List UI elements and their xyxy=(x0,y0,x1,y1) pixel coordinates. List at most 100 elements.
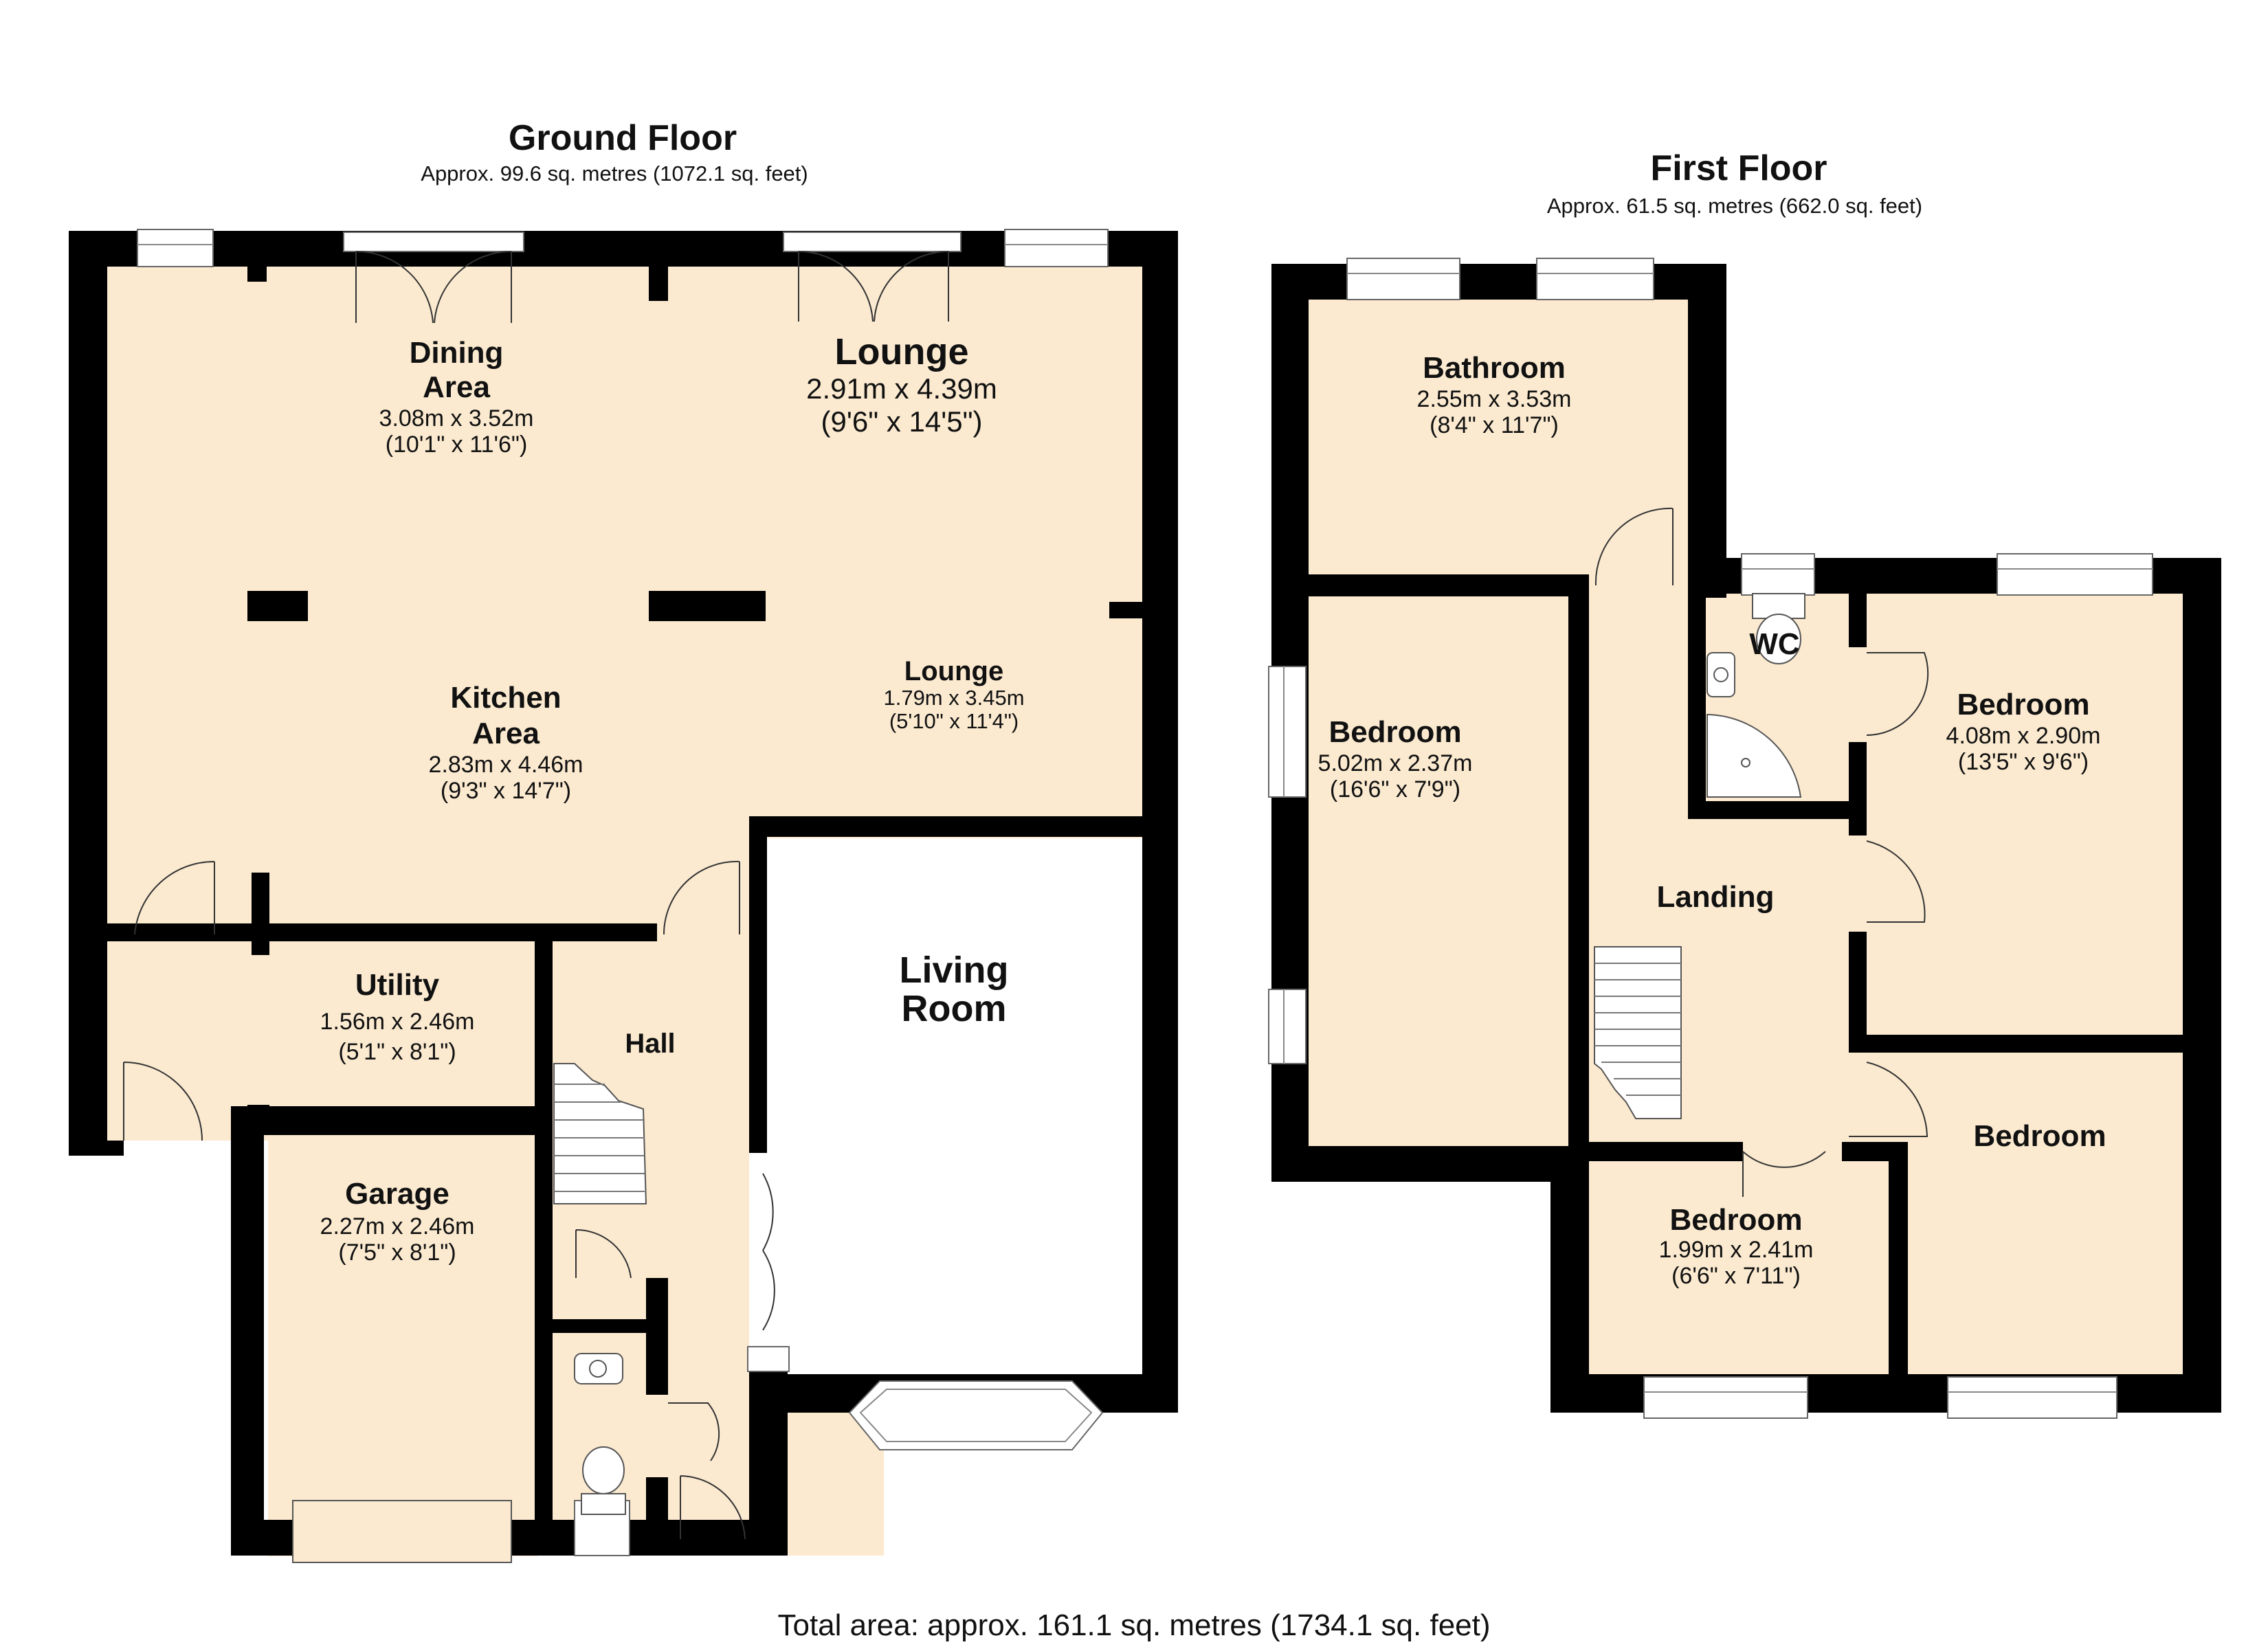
kitchen-imperial: (9'3" x 14'7") xyxy=(441,778,571,804)
ground-floor-fill xyxy=(107,267,1142,1556)
garage-wall-west xyxy=(231,1106,264,1556)
dining-name-2: Area xyxy=(423,370,490,404)
pillar-kitchen-east-2 xyxy=(649,591,668,618)
bedroom-small-name: Bedroom xyxy=(1669,1203,1802,1237)
lounge2-metric: 1.79m x 3.45m xyxy=(883,686,1024,710)
wc-wall-north xyxy=(544,1319,668,1333)
utility-metric: 1.56m x 2.46m xyxy=(320,1009,475,1035)
wc-wall-west xyxy=(1688,592,1706,819)
wc-wall-south xyxy=(646,1477,668,1525)
gf-wall-north xyxy=(69,231,1178,267)
first-floor: First Floor Approx. 61.5 sq. metres (662… xyxy=(1268,148,2221,1419)
utility-wall-stub xyxy=(252,873,269,955)
living-name-2: Room xyxy=(902,988,1007,1029)
bedroom-right-wall-west xyxy=(1849,932,1867,1053)
ff-basin xyxy=(1706,652,1735,697)
kitchen-name-2: Area xyxy=(472,717,540,750)
first-floor-area: Approx. 61.5 sq. metres (662.0 sq. feet) xyxy=(1547,194,1922,218)
dining-metric: 3.08m x 3.52m xyxy=(379,405,534,431)
bedroom-right-door[interactable] xyxy=(1866,840,1926,923)
gf-window-2 xyxy=(1004,229,1109,267)
bathroom-door[interactable] xyxy=(1594,507,1674,586)
ff-window-wc xyxy=(1741,553,1815,596)
ff-wall-north-step xyxy=(1688,264,1726,598)
ground-floor-title: Ground Floor xyxy=(509,118,737,158)
bedroom-large-metric: 5.02m x 2.37m xyxy=(1318,750,1473,776)
pillar-dining-north xyxy=(247,267,267,282)
dining-name-1: Dining xyxy=(410,336,504,370)
bedroom-small-imperial: (6'6" x 7'11") xyxy=(1671,1263,1801,1289)
cupboard-door[interactable] xyxy=(575,1229,632,1279)
lounge-imperial: (9'6" x 14'5") xyxy=(821,405,983,438)
bay-window xyxy=(848,1380,1104,1450)
bedroom-small-door[interactable] xyxy=(1742,1151,1826,1197)
ff-window-bath-2 xyxy=(1536,258,1654,300)
ground-floor-area: Approx. 99.6 sq. metres (1072.1 sq. feet… xyxy=(421,161,808,186)
hall-door[interactable] xyxy=(663,860,740,935)
garage-name: Garage xyxy=(345,1177,449,1211)
bedroom-right-metric: 4.08m x 2.90m xyxy=(1946,723,2101,749)
living-wall-stub xyxy=(749,921,767,937)
wc-wall-south xyxy=(1688,801,1867,819)
ff-window-bed-right xyxy=(1997,553,2153,596)
bedroom-corner-wall-north xyxy=(1842,1142,1908,1161)
ff-wall-south-step xyxy=(1550,1146,1589,1413)
front-door[interactable] xyxy=(680,1475,746,1540)
ff-wall-south-west xyxy=(1271,1146,1589,1182)
lounge-metric: 2.91m x 4.39m xyxy=(806,372,997,405)
dining-french-doors[interactable] xyxy=(343,232,524,324)
bedroom-corner-name: Bedroom xyxy=(1973,1119,2106,1153)
gf-window-1 xyxy=(137,229,214,267)
ground-floor: Ground Floor Approx. 99.6 sq. metres (10… xyxy=(69,118,1178,1563)
garage-imperial: (7'5" x 8'1") xyxy=(338,1239,456,1266)
back-door[interactable] xyxy=(123,1062,203,1141)
hall-name: Hall xyxy=(625,1029,675,1059)
utility-imperial: (5'1" x 8'1") xyxy=(338,1039,456,1065)
kitchen-metric: 2.83m x 4.46m xyxy=(429,752,583,778)
gf-wall-sw xyxy=(69,1141,124,1156)
bedroom-right-imperial: (13'5" x 9'6") xyxy=(1958,749,2089,775)
wc-name: WC xyxy=(1749,627,1799,661)
garage-metric: 2.27m x 2.46m xyxy=(320,1213,475,1239)
ff-window-bed-large-1 xyxy=(1268,666,1307,798)
bedroom-large-imperial: (16'6" x 7'9") xyxy=(1330,776,1460,803)
living-wall-west xyxy=(749,816,767,1153)
bedroom-large-wall-east xyxy=(1568,574,1589,1146)
lounge-name: Lounge xyxy=(835,331,969,372)
ff-window-bed-large-2 xyxy=(1268,989,1307,1064)
garage-door xyxy=(292,1500,512,1563)
ff-wall-north xyxy=(1271,264,1726,300)
gf-window-3 xyxy=(747,1346,790,1372)
first-staircase xyxy=(1594,946,1682,1119)
pillar-kitchen-west-2 xyxy=(247,591,267,621)
bedroom-right-name: Bedroom xyxy=(1957,688,2089,721)
utility-wall-north xyxy=(107,923,657,941)
bedroom-small-wall-north xyxy=(1581,1142,1743,1161)
gf-wall-west xyxy=(69,231,107,1156)
bedroom-corner-door[interactable] xyxy=(1849,1062,1928,1137)
garage-pillar xyxy=(247,1105,269,1123)
bathroom-metric: 2.55m x 3.53m xyxy=(1417,386,1572,412)
bedroom-small-metric: 1.99m x 2.41m xyxy=(1659,1237,1814,1263)
bedroom-corner-wall-west xyxy=(1889,1142,1908,1374)
pillar-kitchen-east xyxy=(649,591,766,621)
first-floor-title: First Floor xyxy=(1650,148,1827,188)
utility-door[interactable] xyxy=(134,860,215,935)
lounge-french-doors[interactable] xyxy=(783,232,961,322)
wc-wall-east-bottom xyxy=(1849,742,1867,819)
lounge2-name: Lounge xyxy=(904,656,1003,686)
bedroom-right-wall-south xyxy=(1849,1035,2183,1053)
utility-name: Utility xyxy=(355,968,440,1002)
landing-name: Landing xyxy=(1656,880,1774,914)
ground-basin xyxy=(574,1353,623,1384)
ff-toilet xyxy=(1752,593,1805,664)
bathroom-name: Bathroom xyxy=(1423,351,1566,385)
kitchen-name-1: Kitchen xyxy=(450,681,561,715)
wc-door-ff[interactable] xyxy=(1866,652,1929,736)
pillar-lounge-east xyxy=(1109,602,1142,618)
wc-door[interactable] xyxy=(668,1402,720,1461)
bedroom-right-wall-stub xyxy=(1849,819,1867,835)
pillar-lounge-north xyxy=(649,267,668,301)
living-double-doors[interactable] xyxy=(762,1173,775,1331)
dining-imperial: (10'1" x 11'6") xyxy=(386,431,528,458)
